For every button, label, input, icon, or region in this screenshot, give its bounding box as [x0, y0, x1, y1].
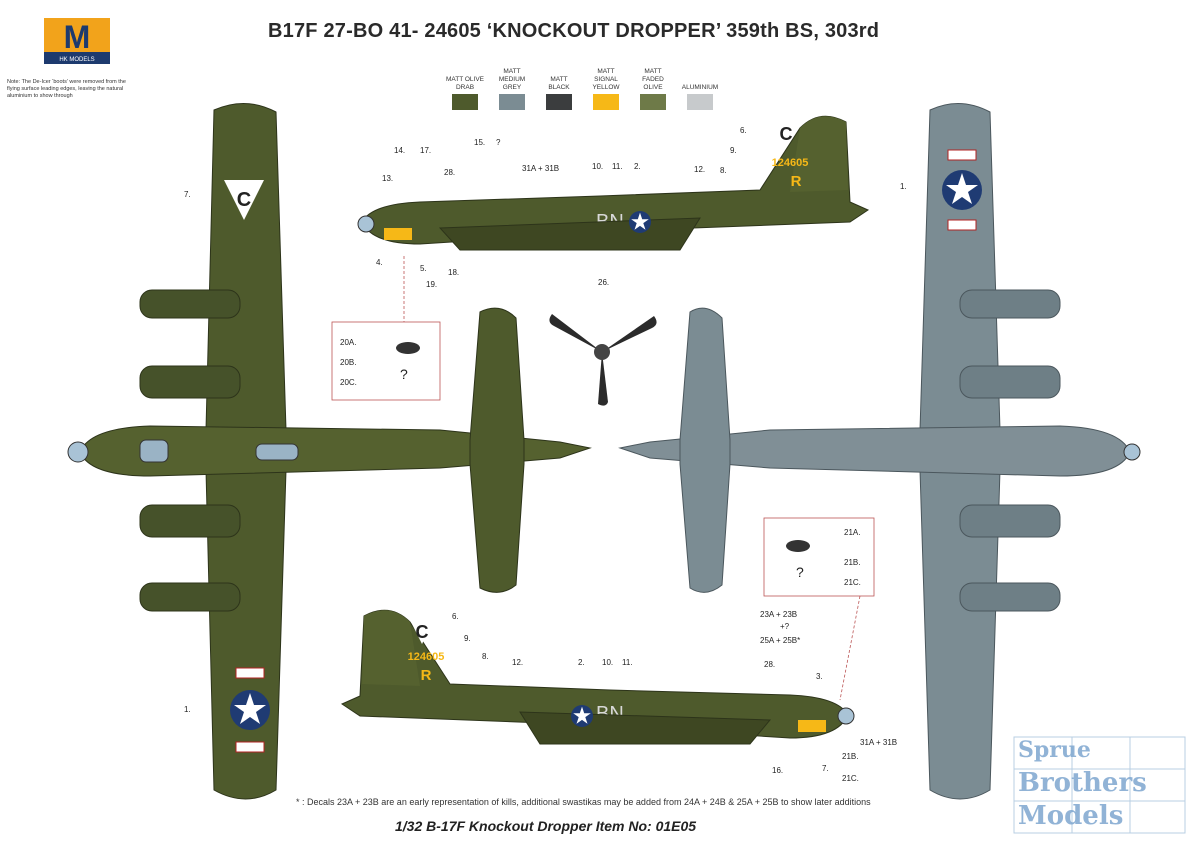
paint-swatch: MATT FADED OLIVE [633, 57, 673, 110]
callout-28-lower: 28. [764, 660, 776, 669]
detail-21b: 21B. [844, 558, 861, 567]
callout-26: 26. [598, 278, 610, 287]
top-view-tail-letter: C [237, 189, 251, 211]
callout-15: 15. [474, 138, 486, 147]
callout-14: 14. [394, 146, 406, 155]
callout-2: 2. [634, 162, 641, 171]
callout-1-top: 1. [184, 705, 191, 714]
watermark-line-1: Sprue [1018, 737, 1091, 763]
paint-swatch-chip [593, 94, 619, 110]
callout-17: 17. [420, 146, 432, 155]
item-title: 1/32 B-17F Knockout Dropper Item No: 01E… [395, 818, 697, 834]
paint-swatch: MATT SIGNAL YELLOW [586, 57, 626, 110]
lower-profile-code: R [421, 667, 432, 684]
detail-right-question: ? [796, 564, 804, 580]
callout-13: 13. [382, 174, 394, 183]
callout-11: 11. [612, 162, 623, 171]
hk-models-logo: M HK MODELS [44, 18, 110, 64]
watermark-line-2: Brothers [1018, 768, 1147, 798]
paint-swatch-label: MATT BLACK [548, 76, 570, 91]
callout-28: 28. [444, 168, 456, 177]
paint-swatch-label: MATT FADED OLIVE [642, 68, 664, 91]
callout-2-lower: 2. [578, 658, 585, 667]
callout-1-under: 1. [900, 182, 907, 191]
paint-swatch-label: MATT SIGNAL YELLOW [592, 68, 620, 91]
callout-11-lower: 11. [622, 658, 633, 667]
paint-swatch: MATT BLACK [539, 57, 579, 110]
kill-markings-footnote: * : Decals 23A + 23B are an early repres… [296, 797, 871, 807]
callout-18: 18. [448, 268, 460, 277]
callout-8: 8. [720, 166, 727, 175]
paint-swatch: MATT MEDIUM GREY [492, 57, 532, 110]
callout-12-lower: 12. [512, 658, 524, 667]
callout-plus-question: +? [780, 622, 790, 631]
detail-21c: 21C. [844, 578, 861, 587]
paint-swatch-chip [452, 94, 478, 110]
lower-profile-serial: 124605 [408, 651, 445, 663]
de-icer-note: Note: The De-Icer ‘boots’ were removed f… [7, 79, 126, 99]
callout-15-question: ? [496, 138, 501, 147]
upper-profile-serial: 124605 [772, 157, 809, 169]
callout-7-plan: 7. [184, 190, 191, 199]
upper-profile-code: R [791, 173, 802, 190]
underside-view-aircraft [618, 102, 1141, 800]
detail-20a: 20A. [340, 338, 357, 347]
callout-6: 6. [740, 126, 747, 135]
side-profile-upper: C 124605 R BN [357, 115, 870, 251]
callout-21c-lower: 21C. [842, 774, 859, 783]
detail-20c: 20C. [340, 378, 357, 387]
callout-16-lower: 16. [772, 766, 784, 775]
watermark-grid-icon [1013, 736, 1186, 834]
page-title: B17F 27-BO 41- 24605 ‘KNOCKOUT DROPPER’ … [268, 20, 880, 42]
callout-5: 5. [420, 264, 427, 273]
callout-19: 19. [426, 280, 438, 289]
paint-legend: MATT OLIVE DRAB MATT MEDIUM GREY MATT BLAC… [445, 57, 727, 110]
callout-31a-31b: 31A + 31B [522, 164, 560, 173]
logo-caption: HK MODELS [59, 57, 94, 63]
callout-23a-23b: 23A + 23B [760, 610, 798, 619]
watermark-line-3: Models [1018, 801, 1124, 831]
callout-8-lower: 8. [482, 652, 489, 661]
paint-swatch-chip [687, 94, 713, 110]
callout-12: 12. [694, 165, 706, 174]
detail-20b: 20B. [340, 358, 357, 367]
paint-swatch-label: MATT OLIVE DRAB [445, 76, 485, 91]
lower-profile-tail-letter: C [416, 622, 429, 642]
callout-3-lower: 3. [816, 672, 823, 681]
callout-31a-31b-lower: 31A + 31B [860, 738, 898, 747]
paint-swatch: MATT OLIVE DRAB [445, 57, 485, 110]
detail-left-question: ? [400, 366, 408, 382]
paint-swatch-chip [499, 94, 525, 110]
paint-swatch-chip [640, 94, 666, 110]
top-view-aircraft: C [67, 102, 592, 800]
logo-letter: M [64, 19, 91, 55]
paint-swatch-label: ALUMINIUM [681, 84, 719, 91]
side-profile-lower: C 124605 R BN [340, 609, 855, 745]
callout-25a-25b: 25A + 25B* [760, 636, 801, 645]
callout-10: 10. [592, 162, 604, 171]
callout-7-lower: 7. [822, 764, 829, 773]
callout-9: 9. [730, 146, 737, 155]
paint-swatch-chip [546, 94, 572, 110]
paint-swatch-label: MATT MEDIUM GREY [498, 68, 526, 91]
callout-6-lower: 6. [452, 612, 459, 621]
upper-profile-tail-letter: C [780, 124, 793, 144]
detail-21a: 21A. [844, 528, 861, 537]
callout-10-lower: 10. [602, 658, 614, 667]
paint-swatch: ALUMINIUM [680, 57, 720, 110]
callout-9-lower: 9. [464, 634, 471, 643]
callout-21b-lower: 21B. [842, 752, 859, 761]
callout-4: 4. [376, 258, 383, 267]
propeller-detail [549, 314, 657, 406]
